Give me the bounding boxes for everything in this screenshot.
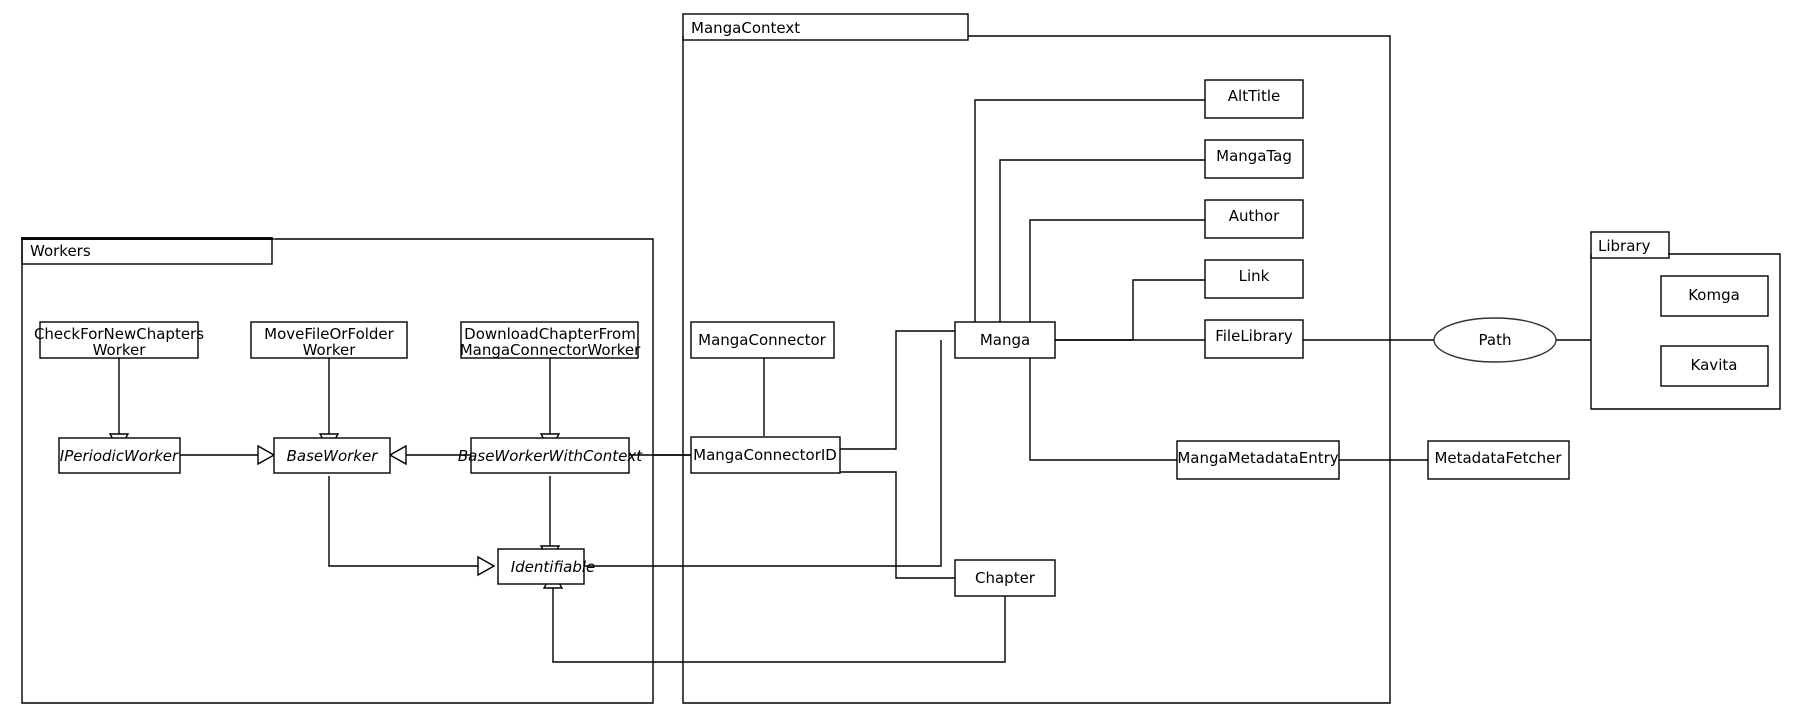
class-label-downloadchapterfrommangaconnectorworker-line2: MangaConnectorWorker <box>460 341 641 359</box>
class-komga[interactable]: Komga <box>1660 275 1769 317</box>
class-check-for-new-chapters-worker[interactable]: CheckForNewChapters Worker <box>34 321 204 359</box>
class-iperiodicworker[interactable]: IPeriodicWorker <box>58 437 181 474</box>
package-mangacontext: MangaContext <box>682 13 1391 704</box>
class-label-baseworkerwithcontext: BaseWorkerWithContext <box>458 447 643 465</box>
class-label-filelibrary: FileLibrary <box>1215 327 1293 345</box>
edge-manga-to-identifiable <box>534 340 942 567</box>
class-label-mangaconnector: MangaConnector <box>698 331 827 349</box>
edge-manga-to-alttitle <box>974 99 1205 325</box>
class-label-link: Link <box>1239 267 1270 285</box>
class-label-movefileorfolderworker-line1: MoveFileOrFolder <box>264 325 394 343</box>
class-label-downloadchapterfrommangaconnectorworker-line1: DownloadChapterFrom <box>464 325 636 343</box>
class-author[interactable]: Author <box>1204 199 1304 239</box>
edge-mangaconnectorid-to-manga <box>840 330 955 450</box>
edge-baseworker-to-identifiable <box>328 476 478 567</box>
package-label-mangacontext: MangaContext <box>691 19 800 37</box>
class-label-baseworker: BaseWorker <box>287 447 379 465</box>
class-label-author: Author <box>1229 207 1280 225</box>
class-label-metadatafetcher: MetadataFetcher <box>1434 449 1562 467</box>
class-baseworkerwithcontext[interactable]: BaseWorkerWithContext <box>458 437 643 474</box>
node-path[interactable]: Path <box>1433 317 1557 363</box>
edge-mangaconnectorid-to-chapter <box>840 471 955 579</box>
class-label-mangatag: MangaTag <box>1216 147 1292 165</box>
generalization-arrow-baseworker-left <box>257 444 276 466</box>
class-label-alttitle: AltTitle <box>1228 87 1280 105</box>
class-download-chapter-from-manga-connector-worker[interactable]: DownloadChapterFrom MangaConnectorWorker <box>460 321 641 359</box>
edge-manga-to-mangametadataentry <box>1029 340 1177 461</box>
class-link[interactable]: Link <box>1204 259 1304 299</box>
package-library: Library <box>1590 231 1781 410</box>
class-label-movefileorfolderworker-line2: Worker <box>303 341 357 359</box>
edge-manga-to-author <box>1029 219 1205 325</box>
class-label-chapter: Chapter <box>975 569 1036 587</box>
class-mangametadataentry[interactable]: MangaMetadataEntry <box>1176 440 1340 480</box>
class-mangatag[interactable]: MangaTag <box>1204 139 1304 179</box>
package-label-workers: Workers <box>30 242 91 260</box>
class-metadatafetcher[interactable]: MetadataFetcher <box>1427 440 1570 480</box>
package-workers: Workers <box>21 237 654 704</box>
class-label-kavita: Kavita <box>1691 356 1738 374</box>
class-label-manga: Manga <box>980 331 1030 349</box>
class-chapter[interactable]: Chapter <box>954 559 1056 597</box>
generalization-arrow-baseworker-right <box>388 444 407 466</box>
package-label-library: Library <box>1598 237 1651 255</box>
class-manga[interactable]: Manga <box>954 321 1056 359</box>
class-kavita[interactable]: Kavita <box>1660 345 1769 387</box>
class-label-checkfornewchaptersworker-line2: Worker <box>93 341 147 359</box>
class-filelibrary[interactable]: FileLibrary <box>1204 319 1304 359</box>
class-label-komga: Komga <box>1688 286 1740 304</box>
class-label-identifiable: Identifiable <box>511 558 596 576</box>
generalization-arrow-identifiable-left <box>477 555 496 577</box>
class-mangaconnectorid[interactable]: MangaConnectorID <box>690 436 841 474</box>
class-mangaconnector[interactable]: MangaConnector <box>690 321 835 359</box>
edge-manga-to-mangatag <box>999 159 1205 325</box>
class-baseworker[interactable]: BaseWorker <box>273 437 391 474</box>
class-alttitle[interactable]: AltTitle <box>1204 79 1304 119</box>
class-label-mangaconnectorid: MangaConnectorID <box>693 446 837 464</box>
node-label-path: Path <box>1479 331 1512 349</box>
class-label-mangametadataentry: MangaMetadataEntry <box>1177 449 1338 467</box>
class-label-iperiodicworker: IPeriodicWorker <box>60 447 179 465</box>
edge-chapter-to-identifiable <box>552 588 1006 663</box>
class-identifiable[interactable]: Identifiable <box>497 548 596 585</box>
class-label-checkfornewchaptersworker-line1: CheckForNewChapters <box>34 325 204 343</box>
class-move-file-or-folder-worker[interactable]: MoveFileOrFolder Worker <box>250 321 408 359</box>
